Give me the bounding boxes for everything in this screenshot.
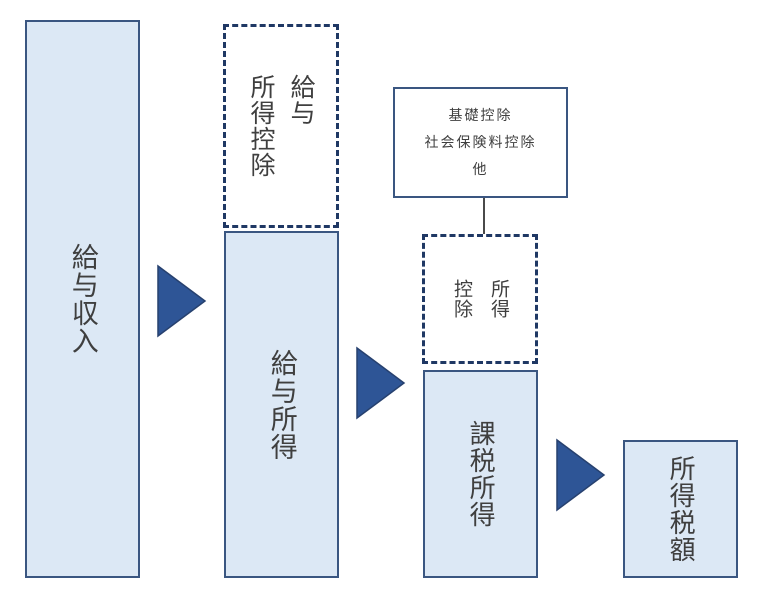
employment-deduction-label-left-column: 所得控除 [247, 74, 275, 178]
deduction-detail-line-other: 他 [472, 161, 489, 177]
bar-taxable-income-label: 課税所得 [466, 420, 497, 528]
bar-employment-income-label: 給与所得 [266, 348, 297, 461]
income-deduction-label-left-column: 控除 [451, 279, 472, 319]
deduction-detail-line-basic: 基礎控除 [448, 107, 513, 123]
flow-arrow-icon [157, 264, 207, 338]
employment-deduction-label: 給与 所得控除 [241, 74, 321, 178]
bar-income-tax-amount-label: 所得税額 [666, 455, 697, 563]
connector-line [483, 198, 485, 234]
bar-taxable-income: 課税所得 [423, 370, 538, 578]
bar-income-tax-amount: 所得税額 [623, 440, 738, 578]
income-deduction-label-right-column: 所得 [488, 279, 510, 319]
flow-arrow-icon [556, 438, 606, 512]
bar-employment-income: 給与所得 [224, 231, 339, 578]
employment-deduction-label-right-column: 給与 [287, 74, 315, 126]
employment-deduction-box: 給与 所得控除 [223, 24, 339, 228]
income-deduction-label: 所得 控除 [443, 279, 517, 319]
flow-arrow-icon [356, 346, 406, 420]
deduction-detail-box: 基礎控除 社会保険料控除 他 [393, 87, 568, 198]
deduction-detail-line-social-insurance: 社会保険料控除 [424, 134, 537, 150]
bar-salary-revenue: 給与収入 [25, 20, 140, 578]
bar-salary-revenue-label: 給与収入 [67, 243, 98, 355]
income-deduction-box: 所得 控除 [422, 234, 538, 364]
